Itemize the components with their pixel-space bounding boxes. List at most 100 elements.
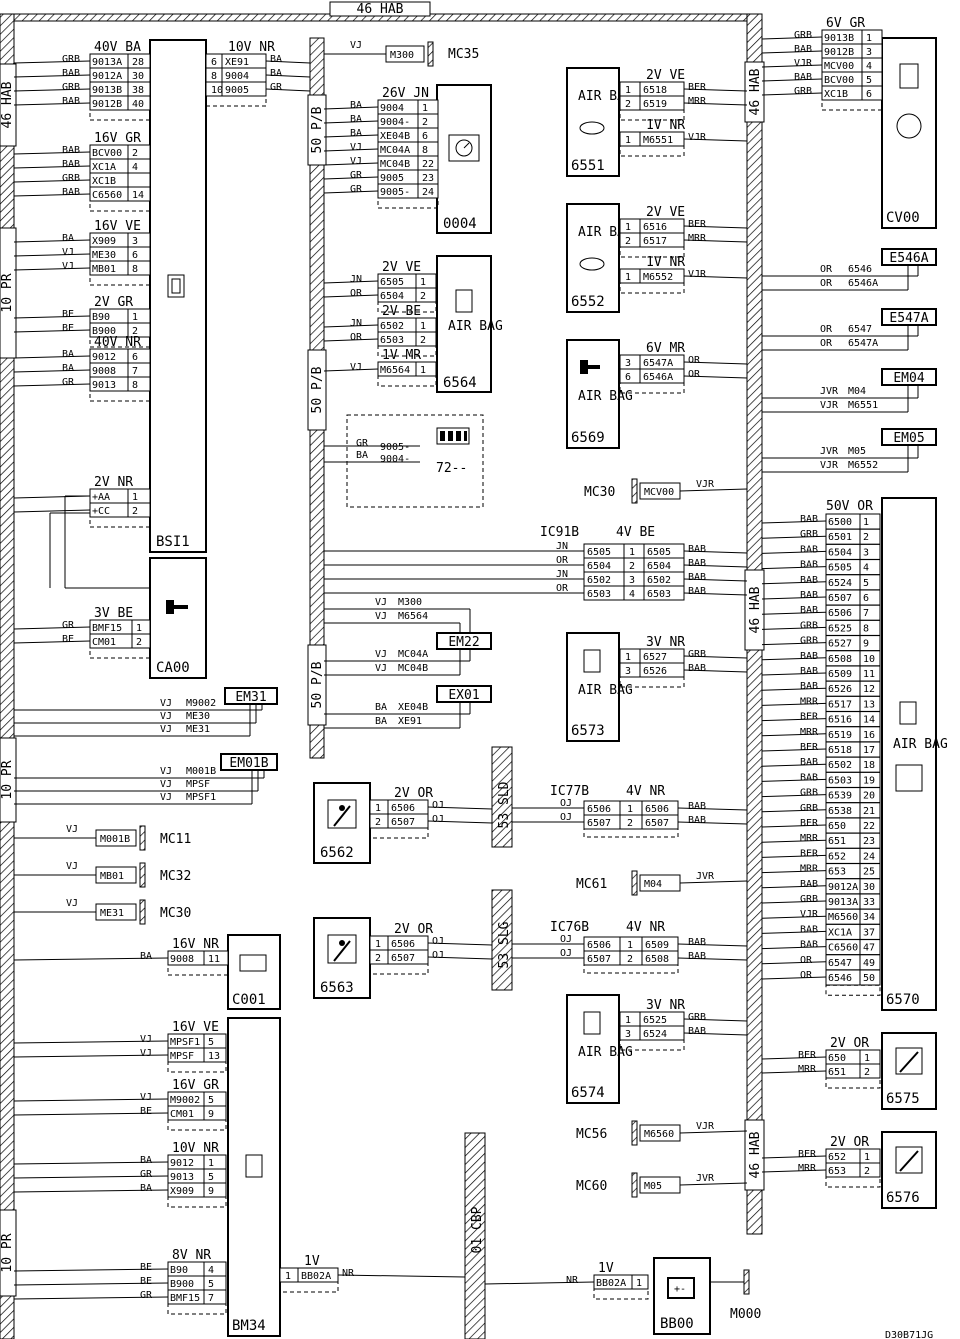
connector-code: 9013B [824, 33, 854, 44]
connector-pin: 1 [625, 135, 631, 146]
wire-color: BA [270, 68, 282, 79]
connector-pin: 3 [132, 236, 138, 247]
connector-code: 6506 [391, 939, 415, 950]
wire-color: JVR [820, 446, 839, 457]
wire [323, 162, 379, 166]
wire-color: VJR [696, 479, 715, 490]
connector-code: 6546A [643, 372, 673, 383]
connector-title: 1V [598, 1261, 614, 1276]
wire [761, 596, 827, 600]
connector-pin: 2 [629, 561, 635, 572]
left-bus-label-4: 10 PR [0, 1233, 15, 1272]
connector-code: 6527 [643, 652, 667, 663]
ground-symbol [631, 1120, 638, 1146]
wire [761, 36, 823, 40]
connector-skirt [377, 375, 437, 387]
wire-color: OR [688, 355, 701, 366]
wire-color: OJ [560, 948, 572, 959]
connector-pin: 3 [866, 47, 872, 58]
connector-pin-cell [203, 1289, 227, 1305]
gauge-icon [448, 134, 480, 162]
connector-title: 2V NR [94, 475, 133, 490]
wire-code: M05 [848, 446, 866, 457]
ground-symbol [743, 1269, 750, 1295]
connector-code: 9012B [824, 47, 854, 58]
connector-code: 650 [828, 821, 846, 832]
center-bus-tag-3 [307, 644, 327, 726]
connector-skirt [369, 963, 429, 975]
connector-pin: 7 [208, 1293, 214, 1304]
connector-pin: 2 [375, 953, 381, 964]
connector-pin: 37 [863, 927, 875, 938]
wire-color: BAB [62, 159, 80, 170]
mass-name: MC30 [160, 906, 191, 921]
wire-color: OR [350, 288, 363, 299]
c6552-badge: AIR BAG [578, 225, 633, 240]
wire-color: GR [62, 377, 75, 388]
seatbelt-icon-6576 [895, 1146, 923, 1174]
connector-code: 9013 [170, 1172, 194, 1183]
wire-color: BAB [800, 605, 818, 616]
wire-color: MRR [800, 864, 819, 875]
wire [761, 642, 827, 646]
wire-color: OR [820, 264, 833, 275]
connector-pin: 23 [422, 173, 434, 184]
wire [427, 806, 493, 810]
connector-pin: 22 [422, 159, 434, 170]
left-bus-label-1: 46 HAB [0, 81, 15, 128]
wire [427, 820, 493, 824]
wire-color: OR [800, 970, 813, 981]
connector-code: 650 [828, 1053, 846, 1064]
wire-code: M6551 [848, 400, 878, 411]
wire-color: VJ [160, 779, 172, 790]
wire-color: MRR [688, 233, 707, 244]
connector-code: BMF15 [170, 1293, 200, 1304]
IC77B-title: 4V NR [626, 784, 665, 799]
connector-pin: 47 [863, 943, 875, 954]
connector-pin-cell [203, 1182, 227, 1198]
wire-color: GRB [688, 649, 706, 660]
connector-code: 6501 [828, 532, 852, 543]
connector-pin-cell [203, 1047, 227, 1063]
wire-color: BAB [688, 572, 706, 583]
wire-color: VJ [62, 247, 74, 258]
wire [761, 92, 823, 96]
wire [761, 566, 827, 570]
wire [761, 611, 827, 615]
connector-code: MPSF1 [170, 1037, 200, 1048]
wire [13, 509, 91, 513]
connector-pin: 40 [132, 99, 144, 110]
wire-color: BE [140, 1262, 152, 1273]
wire-color: OJ [560, 934, 572, 945]
connector-code: 6516 [828, 715, 852, 726]
c6575-module [881, 1032, 937, 1110]
connector-pin: 38 [132, 85, 144, 96]
connector-skirt [377, 301, 437, 313]
wire [323, 294, 379, 298]
connector-pin-cell [415, 361, 437, 377]
connector-pin: 1 [629, 547, 635, 558]
connector-pin: 21 [863, 806, 875, 817]
cbp-bus-label: 01 CBP [470, 1206, 485, 1253]
connector-skirt [825, 1077, 881, 1089]
connector-pin: 2 [864, 1166, 870, 1177]
connector-pin: 2 [627, 818, 633, 829]
ground-symbol [139, 862, 146, 888]
key-icon [166, 600, 188, 614]
wire-color: BA [62, 363, 74, 374]
c6564-badge: AIR BAG [448, 319, 503, 334]
connector-pin: 2 [420, 335, 426, 346]
connector-title: 2V OR [394, 922, 433, 937]
connector-title: 3V NR [646, 998, 685, 1013]
cv00-name: CV00 [886, 210, 920, 226]
wire [13, 640, 91, 644]
left-bus-label-2: 10 PR [0, 273, 15, 312]
ground-symbol [139, 899, 146, 925]
connector-skirt [825, 984, 881, 996]
connector-pin: 30 [132, 71, 144, 82]
wire-color: GRB [800, 620, 818, 631]
wire [761, 1070, 827, 1074]
connector-code: M6552 [643, 272, 673, 283]
connector-skirt [89, 516, 151, 528]
em01b-box [220, 753, 278, 771]
